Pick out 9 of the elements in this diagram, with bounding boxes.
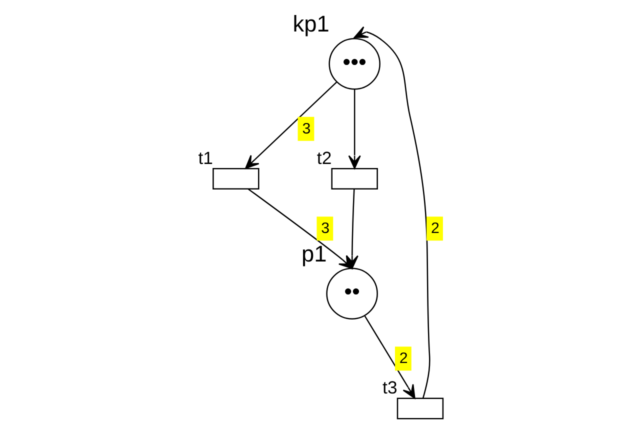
node-label: t1: [198, 148, 212, 168]
node-label: t3: [382, 378, 397, 398]
node-label: kp1: [292, 10, 329, 37]
edge-label: 3: [302, 120, 310, 138]
edge-label: 2: [430, 220, 439, 238]
node-label: p1: [301, 240, 326, 266]
edge-label: 3: [320, 220, 330, 238]
edge-label: 2: [398, 350, 408, 368]
node-label: t2: [316, 148, 332, 168]
